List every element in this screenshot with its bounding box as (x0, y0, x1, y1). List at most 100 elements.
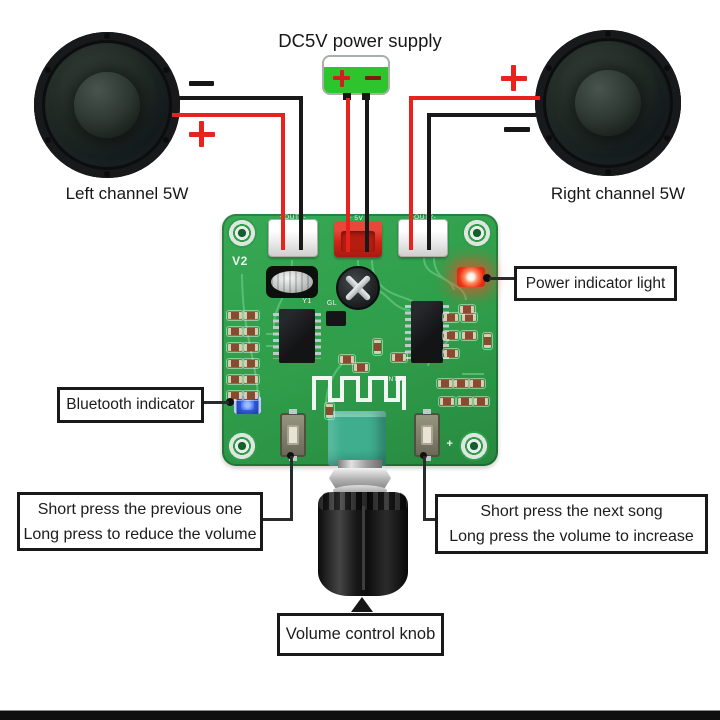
callout-line (203, 401, 229, 404)
callout-line (423, 456, 426, 521)
smd-component (390, 352, 408, 363)
smd-component (242, 310, 260, 321)
smd-component (442, 348, 460, 359)
bluetooth-led (234, 396, 261, 414)
smd-component (226, 342, 244, 353)
next-button-plus-silkscreen: + (446, 438, 454, 450)
smd-component (242, 326, 260, 337)
battery-minus-icon (365, 76, 381, 80)
smd-component (460, 330, 478, 341)
plus-icon (511, 65, 516, 91)
left-speaker-negative-wire (172, 96, 303, 100)
smd-component (242, 342, 260, 353)
arrow-up-icon (351, 597, 373, 612)
previous-track-button[interactable] (280, 409, 306, 461)
smd-component (352, 362, 370, 373)
button-plunger (421, 425, 433, 445)
crystal-can (271, 271, 313, 293)
mounting-hole (462, 218, 492, 248)
right-speaker-negative-wire (427, 113, 431, 250)
pot-hex-nut (329, 468, 391, 488)
minus-icon (504, 127, 530, 132)
electrolytic-capacitor (336, 266, 380, 310)
right-speaker-positive-wire (409, 96, 413, 250)
callout-text-line1: Short press the previous one (37, 500, 243, 518)
smd-component (226, 374, 244, 385)
callout-dot (420, 452, 427, 459)
smd-component (242, 358, 260, 369)
volume-knob[interactable] (318, 492, 408, 596)
prev-button-callout: Short press the previous one Long press … (17, 492, 263, 551)
left-speaker-positive-wire (281, 113, 285, 250)
smd-component (226, 326, 244, 337)
callout-dot (483, 274, 491, 282)
smd-component (242, 390, 260, 401)
smd-component (472, 396, 490, 407)
potentiometer-body (328, 411, 386, 466)
speaker-dust-cap (575, 70, 641, 136)
bluetooth-chip (273, 309, 321, 363)
antenna-silkscreen: ANT1 (383, 376, 403, 383)
left-output-connector (268, 219, 318, 257)
mounting-hole (459, 431, 489, 461)
power-led (457, 267, 485, 287)
battery-icon (322, 55, 390, 95)
battery-pin (343, 93, 351, 100)
bluetooth-led-callout: Bluetooth indicator (57, 387, 204, 423)
smd-component (458, 304, 476, 315)
power-supply-title: DC5V power supply (278, 30, 442, 51)
smd-component (372, 338, 383, 356)
right-output-connector (398, 219, 448, 257)
smd-component (456, 396, 474, 407)
left-speaker-negative-wire (299, 96, 303, 250)
power-connector-silkscreen: + 5V - (347, 215, 369, 222)
amplifier-board: +OUT1- + 5V - +OUT2- V2 Y1 GL ANT1 + (222, 214, 498, 466)
smd-component (226, 310, 244, 321)
smd-component (242, 374, 260, 385)
smd-component (442, 330, 460, 341)
callout-line (489, 277, 515, 280)
callout-line (262, 518, 293, 521)
smd-component (226, 358, 244, 369)
next-track-button[interactable] (414, 409, 440, 461)
callout-text-line1: Short press the next song (480, 503, 663, 520)
mounting-hole (227, 218, 257, 248)
callout-dot (226, 398, 234, 406)
power-input-connector (334, 221, 382, 257)
left-speaker (34, 32, 180, 178)
smd-component (226, 390, 244, 401)
right-connector-silkscreen: +OUT2- (409, 214, 437, 221)
volume-knob-callout: Volume control knob (277, 613, 444, 656)
smd-component (468, 378, 486, 389)
left-speaker-label: Left channel 5W (65, 184, 189, 203)
smd-component (442, 312, 460, 323)
button-plunger (287, 425, 299, 445)
antenna-trace (312, 376, 406, 410)
smd-component (452, 378, 470, 389)
image-bottom-bar (0, 710, 720, 720)
smd-component (438, 396, 456, 407)
battery-plus-icon (339, 69, 344, 87)
smd-component (338, 354, 356, 365)
crystal-oscillator (266, 266, 318, 298)
callout-text: Volume control knob (285, 625, 436, 643)
power-negative-wire (365, 98, 369, 252)
callout-text-line2: Long press to reduce the volume (23, 525, 257, 543)
callout-line (423, 518, 438, 521)
right-speaker-positive-wire (409, 96, 540, 100)
power-led-callout: Power indicator light (514, 266, 677, 301)
pot-washer (333, 485, 387, 496)
transistor (326, 311, 346, 326)
left-speaker-positive-wire (172, 113, 285, 117)
mounting-hole (227, 431, 257, 461)
smd-component (324, 402, 335, 420)
cap-silkscreen: GL (326, 300, 338, 307)
right-speaker (535, 30, 681, 176)
power-positive-wire (346, 98, 350, 252)
smd-component (460, 312, 478, 323)
battery-pin (362, 93, 370, 100)
left-connector-silkscreen: +OUT1- (279, 214, 307, 221)
next-button-callout: Short press the next song Long press the… (435, 494, 708, 554)
right-speaker-negative-wire (427, 113, 542, 117)
crystal-silkscreen: Y1 (302, 298, 312, 305)
